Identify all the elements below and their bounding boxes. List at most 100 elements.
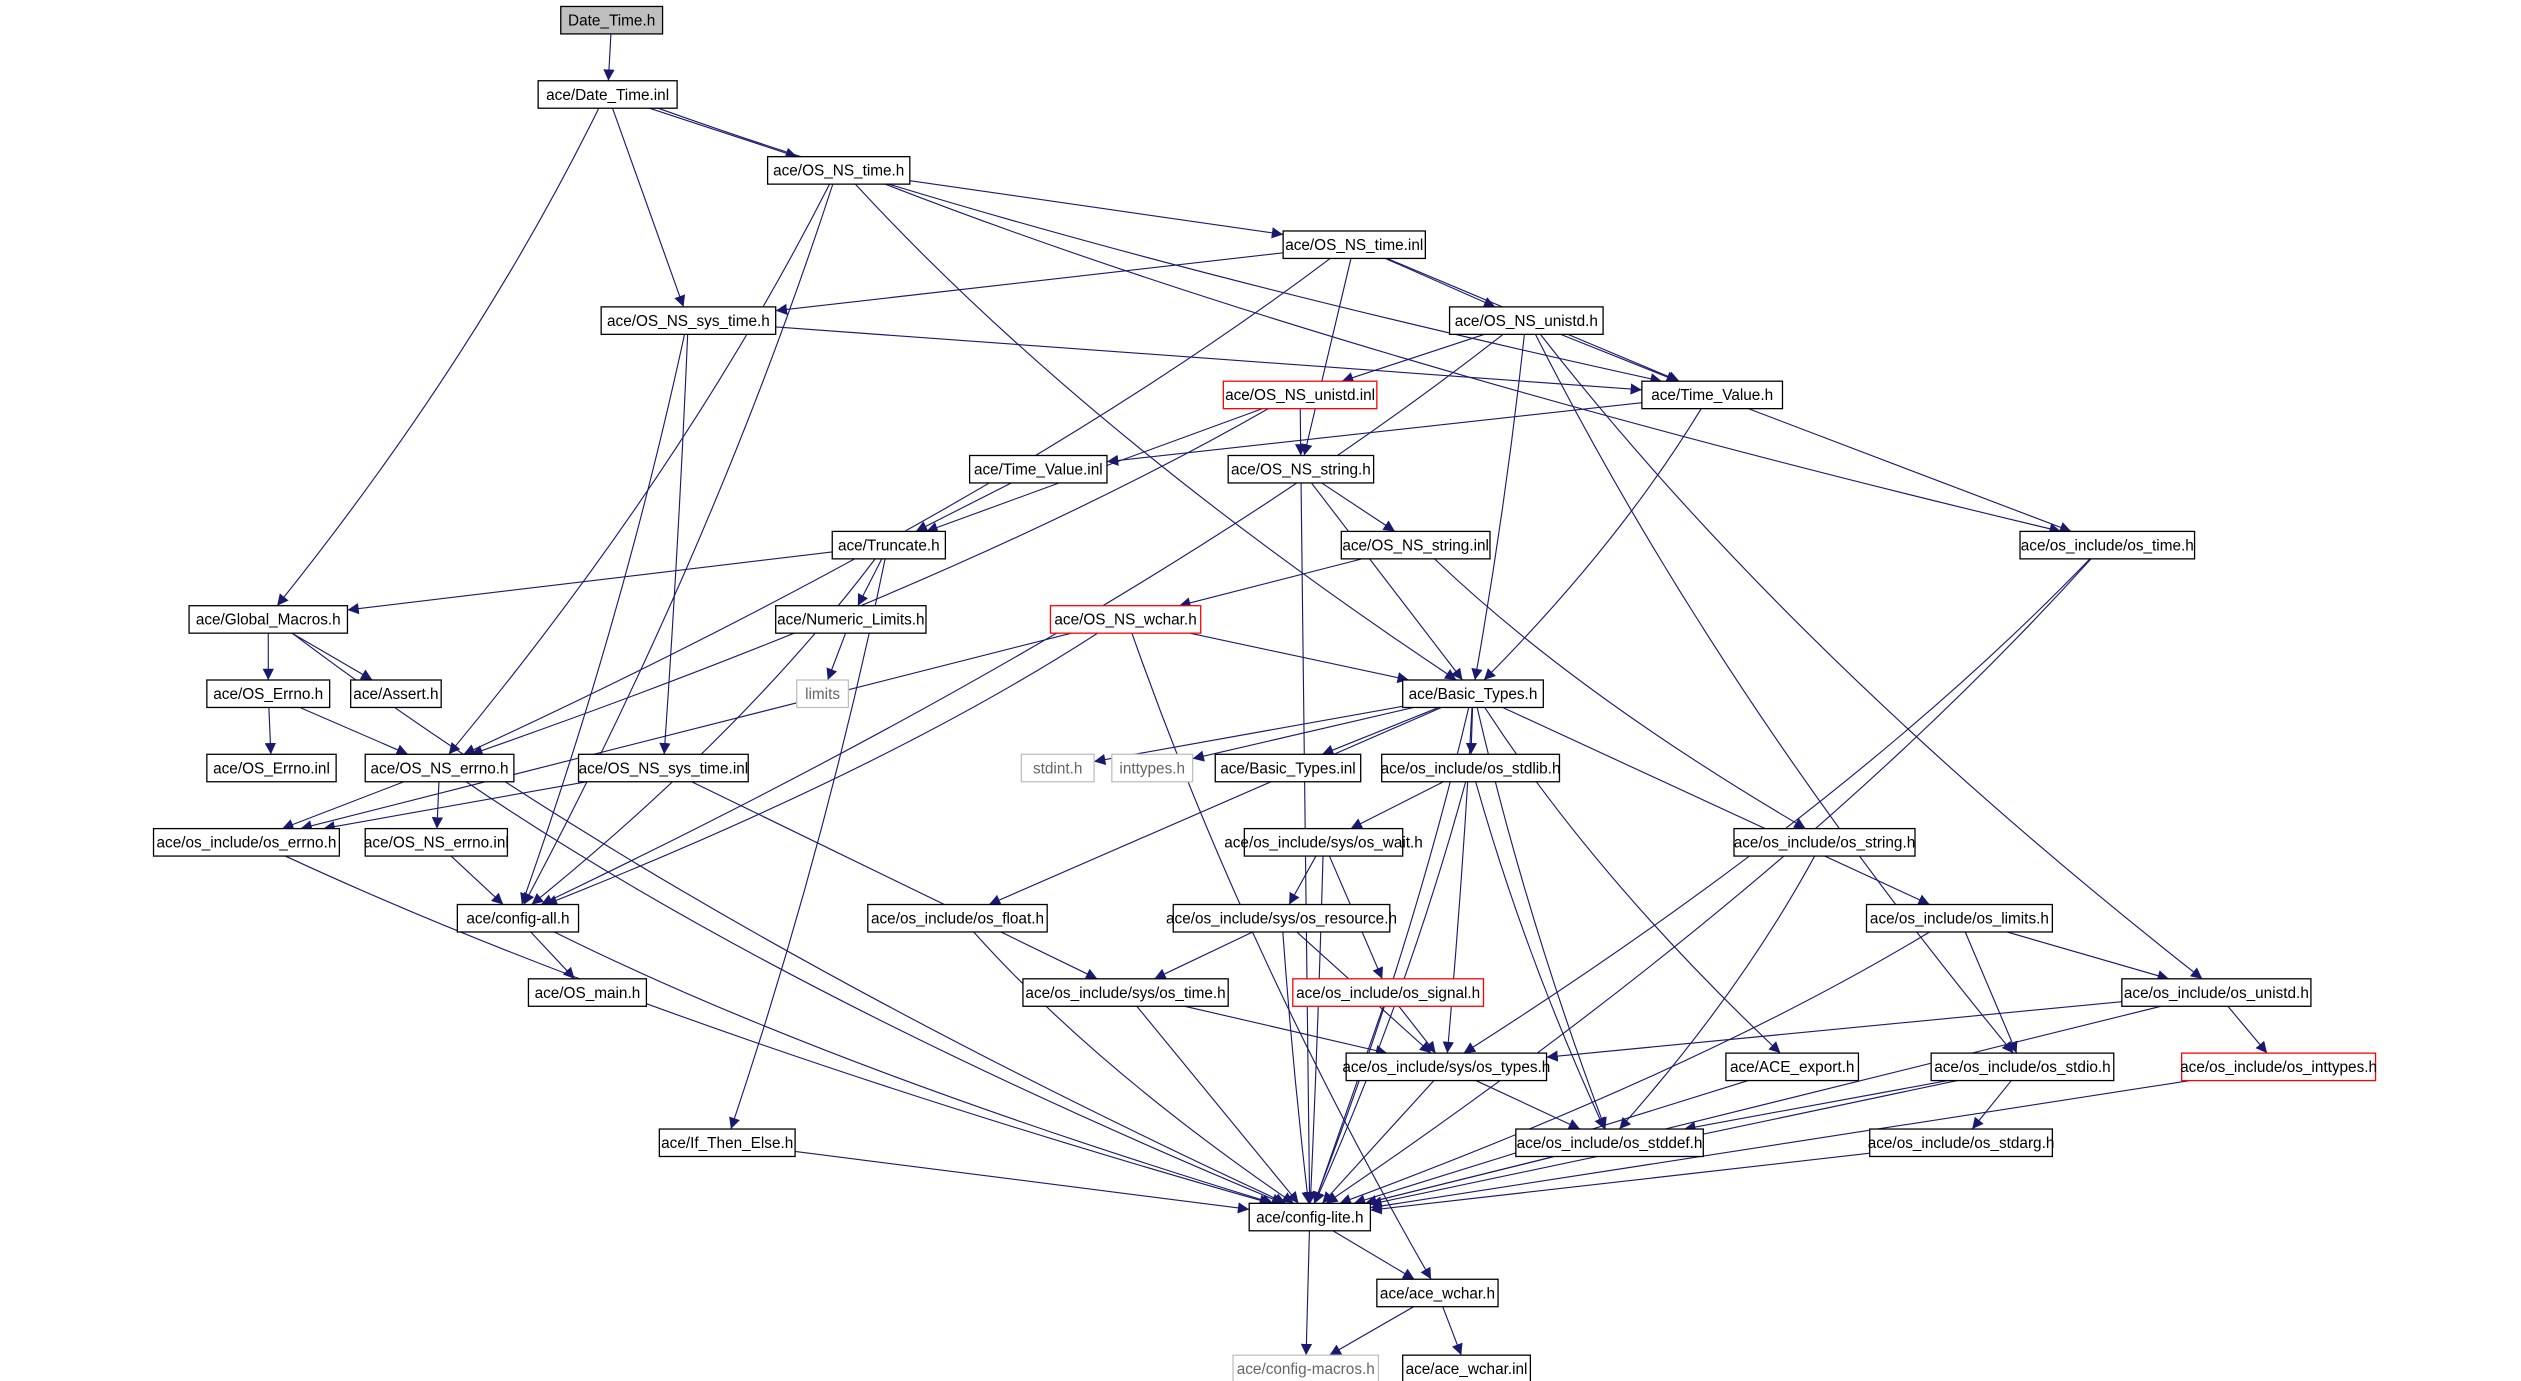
dependency-edge — [973, 931, 1294, 1204]
dependency-edge — [1546, 1001, 2122, 1062]
dependency-edge — [1442, 1306, 1463, 1356]
dependency-edge — [1300, 1230, 1313, 1356]
graph-node[interactable]: ace/os_include/sys/os_wait.h — [1224, 827, 1423, 857]
node-box — [456, 903, 580, 933]
node-box — [775, 605, 927, 634]
graph-node[interactable]: ace/Numeric_Limits.h — [775, 605, 927, 634]
node-label: ace/config-macros.h — [1237, 1361, 1375, 1378]
node-label: ace/os_include/sys/os_types.h — [1342, 1059, 1550, 1076]
graph-node[interactable]: ace/os_include/os_signal.h — [1292, 978, 1485, 1007]
graph-node[interactable]: ace/os_include/os_stdlib.h — [1381, 753, 1561, 783]
dependency-edge — [1534, 334, 2014, 1054]
dependency-edge — [554, 931, 1274, 1206]
graph-node[interactable]: ace/os_include/os_stdio.h — [1930, 1052, 2115, 1082]
graph-node[interactable]: ace/config-macros.h — [1232, 1354, 1380, 1381]
graph-node[interactable]: ace/OS_NS_errno.h — [364, 753, 515, 783]
graph-node[interactable]: ace/Date_Time.inl — [537, 80, 678, 109]
graph-node[interactable]: ace/Time_Value.inl — [968, 454, 1108, 484]
graph-node[interactable]: ace/os_include/os_float.h — [867, 903, 1048, 933]
graph-node[interactable]: ace/config-all.h — [456, 903, 580, 933]
graph-node[interactable]: ace/os_include/sys/os_time.h — [1022, 978, 1229, 1007]
node-label: ace/Assert.h — [353, 686, 438, 703]
graph-node[interactable]: ace/OS_NS_string.inl — [1340, 530, 1491, 560]
dependency-edge — [826, 632, 847, 681]
graph-node[interactable]: ace/os_include/os_stdarg.h — [1868, 1128, 2055, 1158]
dependency-edge — [1475, 781, 1605, 1130]
graph-node[interactable]: ace/OS_NS_time.h — [766, 156, 911, 185]
graph-node[interactable]: ace/os_include/os_string.h — [1733, 827, 1916, 857]
graph-node[interactable]: Date_Time.h — [560, 5, 664, 35]
graph-node[interactable]: ace/ace_wchar.inl — [1402, 1354, 1532, 1381]
dependency-edge — [1465, 707, 1478, 755]
dependency-edge — [2006, 931, 2170, 982]
node-label: ace/os_include/os_limits.h — [1870, 911, 2049, 928]
node-box — [188, 605, 349, 634]
node-label: ace/Truncate.h — [838, 537, 940, 554]
graph-node[interactable]: ace/ace_wchar.h — [1376, 1278, 1499, 1308]
graph-node[interactable]: ace/OS_Errno.h — [206, 679, 331, 709]
graph-node[interactable]: ace/If_Then_Else.h — [658, 1128, 796, 1158]
node-label: ace/OS_Errno.inl — [213, 760, 330, 777]
graph-node[interactable]: ace/os_include/os_inttypes.h — [2180, 1052, 2377, 1082]
graph-node[interactable]: ace/OS_NS_unistd.h — [1448, 306, 1604, 335]
node-label: ace/Date_Time.inl — [546, 87, 669, 104]
graph-node[interactable]: ace/Basic_Types.h — [1402, 679, 1544, 709]
dependency-edge — [915, 482, 1012, 532]
dependency-edge — [1192, 706, 1414, 762]
graph-node[interactable]: ace/Basic_Types.inl — [1214, 753, 1362, 783]
graph-node[interactable]: ace/ACE_export.h — [1725, 1052, 1860, 1082]
dependency-edge — [1370, 1152, 1870, 1215]
graph-node[interactable]: ace/OS_main.h — [527, 978, 648, 1007]
graph-node[interactable]: ace/OS_NS_sys_time.h — [600, 306, 777, 335]
dependency-edge — [291, 632, 373, 681]
graph-node[interactable]: ace/Truncate.h — [831, 530, 947, 560]
dependency-edge — [1339, 931, 1930, 1205]
node-label: ace/OS_NS_string.h — [1231, 462, 1371, 479]
graph-node[interactable]: ace/os_include/os_time.h — [2019, 530, 2196, 560]
graph-node[interactable]: stdint.h — [1020, 753, 1095, 783]
graph-node[interactable]: limits — [796, 679, 850, 709]
node-box — [527, 978, 648, 1007]
node-label: ace/os_include/os_stdlib.h — [1381, 760, 1561, 777]
graph-node[interactable]: ace/os_include/os_errno.h — [152, 827, 341, 857]
graph-node[interactable]: ace/Global_Macros.h — [188, 605, 349, 634]
node-label: ace/os_include/os_time.h — [2021, 537, 2194, 554]
graph-node[interactable]: ace/OS_NS_string.h — [1227, 454, 1375, 484]
graph-node[interactable]: ace/os_include/os_unistd.h — [2121, 978, 2312, 1007]
graph-node[interactable]: ace/OS_NS_time.inl — [1282, 230, 1426, 260]
graph-node[interactable]: ace/OS_NS_errno.inl — [364, 827, 509, 857]
node-box — [1376, 1278, 1499, 1308]
graph-node[interactable]: ace/config-lite.h — [1248, 1202, 1372, 1232]
dependency-edge — [264, 707, 277, 755]
graph-node[interactable]: ace/os_include/sys/os_resource.h — [1166, 903, 1397, 933]
node-box — [796, 679, 850, 709]
dependency-edge — [1282, 931, 1313, 1204]
graph-node[interactable]: inttypes.h — [1111, 753, 1194, 783]
graph-node[interactable]: ace/OS_NS_unistd.inl — [1222, 380, 1378, 410]
node-label: ace/os_include/os_signal.h — [1296, 985, 1480, 1002]
node-label: ace/OS_NS_unistd.inl — [1225, 387, 1375, 404]
node-box — [968, 454, 1108, 484]
dependency-edge — [657, 107, 1662, 385]
dependency-edge — [1434, 558, 1806, 830]
dependency-edge — [276, 107, 600, 607]
node-box — [2180, 1052, 2377, 1082]
node-label: ace/Time_Value.h — [1651, 387, 1773, 404]
graph-node[interactable]: ace/os_include/sys/os_types.h — [1342, 1052, 1550, 1082]
dependency-edge — [1301, 258, 1352, 456]
graph-node[interactable]: ace/Assert.h — [350, 679, 442, 709]
node-box — [1022, 978, 1229, 1007]
graph-node[interactable]: ace/OS_Errno.inl — [206, 753, 337, 783]
graph-node[interactable]: ace/Time_Value.h — [1641, 380, 1784, 410]
dependency-edge — [1310, 482, 1463, 681]
graph-node[interactable]: ace/OS_NS_wchar.h — [1049, 605, 1202, 634]
graph-node[interactable]: ace/OS_NS_sys_time.inl — [577, 753, 749, 783]
dependency-edge — [450, 855, 504, 905]
node-label: ace/OS_NS_unistd.h — [1455, 313, 1598, 330]
node-label: limits — [805, 686, 840, 703]
dependency-edge — [520, 334, 686, 905]
graph-node[interactable]: ace/os_include/os_limits.h — [1865, 903, 2053, 933]
graph-node[interactable]: ace/os_include/os_stddef.h — [1515, 1128, 1704, 1158]
dependency-edge — [1471, 334, 1525, 681]
node-box — [1243, 827, 1404, 857]
